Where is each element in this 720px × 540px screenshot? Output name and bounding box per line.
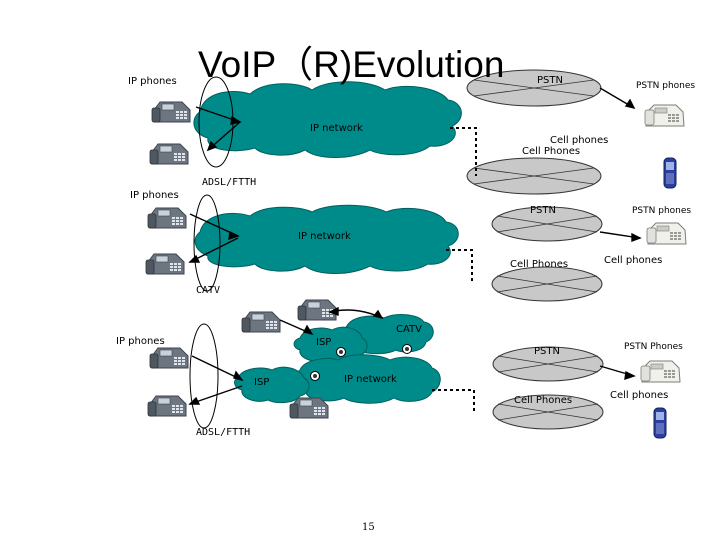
arrows-section-1 xyxy=(195,87,636,152)
ip-phone-icon xyxy=(149,143,189,165)
router-icon xyxy=(402,344,412,354)
cell-phone-icon xyxy=(653,407,667,439)
ip-network-label: IP network xyxy=(298,231,351,242)
pstn-phones-label: PSTN phones xyxy=(632,206,692,216)
cell-network-oval xyxy=(466,157,602,195)
cell-phones-label: Cell phones xyxy=(610,390,669,401)
ip-network-label: IP network xyxy=(344,374,397,385)
ip-phone-icon xyxy=(289,397,329,419)
ip-network-label: IP network xyxy=(310,123,363,134)
cell-phone-icon xyxy=(663,157,677,189)
adsl-ftth-label: ADSL/FTTH xyxy=(196,427,251,438)
pstn-phone-icon xyxy=(646,222,687,245)
cell-phones-label: Cell phones xyxy=(550,135,609,146)
ip-phone-icon xyxy=(145,253,185,275)
ip-network-cloud xyxy=(194,204,459,274)
catv-label: CATV xyxy=(396,324,422,335)
cell-network-oval xyxy=(492,394,604,430)
cell-phones-alt-label: Cell Phones xyxy=(522,146,581,157)
pstn-label: PSTN xyxy=(537,75,563,86)
ip-phone-icon xyxy=(147,395,187,417)
dashed-links-section-2 xyxy=(446,249,473,284)
ip-phones-group-outline xyxy=(189,323,219,429)
catv-top-label: CATV xyxy=(196,285,221,296)
ip-network-cloud xyxy=(193,81,462,158)
cell-network-oval xyxy=(491,266,603,302)
pstn-label: PSTN xyxy=(534,346,560,357)
pstn-phones-label: PSTN phones xyxy=(636,81,696,91)
page-title: VoIP（R)Evolution xyxy=(198,44,505,85)
arrows-section-2 xyxy=(188,213,642,263)
isp-left-label: ISP xyxy=(254,377,270,388)
adsl-ftth-label: ADSL/FTTH xyxy=(202,177,257,188)
pstn-oval xyxy=(491,206,603,242)
isp-cloud xyxy=(234,366,310,404)
ip-phone-icon xyxy=(149,347,189,369)
ip-phones-label: IP phones xyxy=(116,336,165,347)
router-icon xyxy=(310,371,320,381)
page-number: 15 xyxy=(362,522,375,533)
pstn-label: PSTN xyxy=(530,205,556,216)
ip-phones-group-outline xyxy=(193,194,221,292)
cell-phones-label: Cell phones xyxy=(604,255,663,266)
cell-phones-alt-label: Cell Phones xyxy=(510,259,569,270)
ip-phones-label: IP phones xyxy=(130,190,179,201)
dashed-links-section-3 xyxy=(432,389,475,412)
pstn-phone-icon xyxy=(644,104,685,127)
dashed-links-section-1 xyxy=(450,127,477,176)
router-icon xyxy=(336,347,346,357)
arrows-section-3 xyxy=(188,306,636,405)
pstn-oval xyxy=(466,69,602,107)
ip-phone-icon xyxy=(241,311,281,333)
pstn-phones-label: PSTN Phones xyxy=(624,342,683,352)
ip-phones-label: IP phones xyxy=(128,76,177,87)
isp-top-label: ISP xyxy=(316,337,332,348)
pstn-phone-icon xyxy=(640,360,681,383)
ip-phone-icon xyxy=(297,299,337,321)
cell-phones-alt-label: Cell Phones xyxy=(514,395,573,406)
pstn-oval xyxy=(492,346,604,382)
ip-phone-icon xyxy=(151,101,191,123)
ip-phone-icon xyxy=(147,207,187,229)
